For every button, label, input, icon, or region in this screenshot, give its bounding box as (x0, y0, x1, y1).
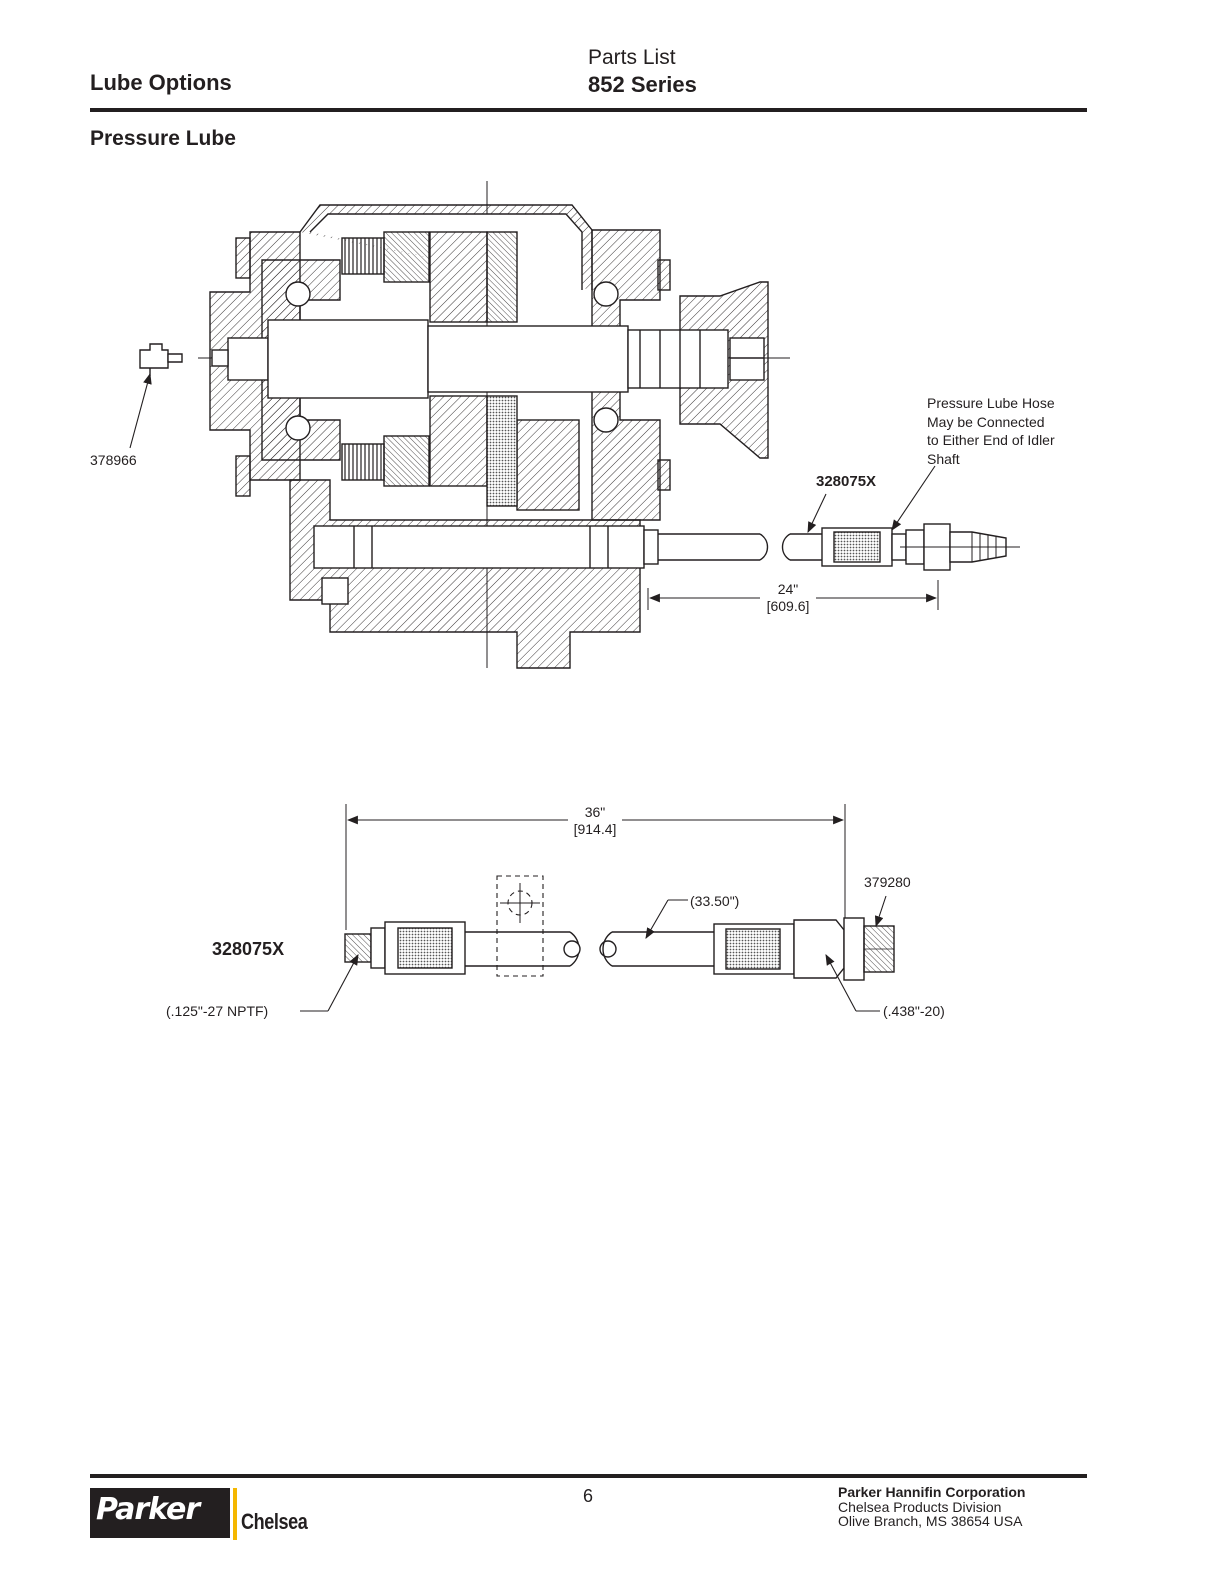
section-heading: Pressure Lube (90, 127, 236, 150)
thread-right-spec: (.438"-20) (883, 1003, 945, 1019)
thread-left-spec: (.125"-27 NPTF) (166, 1003, 269, 1019)
part-number-379280: 379280 (864, 874, 911, 890)
parker-logo (90, 1488, 230, 1538)
dimension-36-mm: [914.4] (573, 821, 617, 837)
document-title: Parts List (588, 46, 676, 69)
hose-part-number-upper: 328075X (816, 473, 877, 490)
note-line-3: to Either End of Idler (927, 432, 1055, 448)
chelsea-logo-text: Chelsea (241, 1509, 308, 1534)
section-title: Lube Options (90, 70, 232, 95)
dimension-24: 24" [609.6] (758, 581, 818, 615)
hose-length-note: (33.50") (690, 893, 740, 909)
hose-connection-note: Pressure Lube Hose May be Connected to E… (927, 394, 1097, 468)
dimension-24-mm: [609.6] (766, 598, 810, 614)
note-line-1: Pressure Lube Hose (927, 395, 1055, 411)
logo-accent-bar (233, 1488, 237, 1540)
dimension-36-in: 36" (584, 804, 606, 820)
parker-logo-text: Parker (96, 1492, 200, 1527)
company-division: Chelsea Products Division (838, 1498, 1002, 1515)
company-address: Olive Branch, MS 38654 USA (838, 1513, 1023, 1529)
note-line-2: May be Connected (927, 413, 1045, 430)
header-rule (90, 108, 1087, 112)
part-number-378966: 378966 (90, 452, 137, 468)
note-line-4: Shaft (927, 450, 960, 467)
page-number: 6 (582, 1486, 593, 1506)
dimension-36: 36" [914.4] (565, 804, 625, 838)
series-title: 852 Series (588, 72, 697, 97)
footer-rule (90, 1474, 1087, 1478)
company-block: Parker Hannifin Corporation Chelsea Prod… (838, 1485, 1025, 1529)
dimension-24-in: 24" (777, 581, 799, 597)
hose-part-number-lower: 328075X (212, 939, 285, 959)
company-name: Parker Hannifin Corporation (838, 1484, 1026, 1500)
